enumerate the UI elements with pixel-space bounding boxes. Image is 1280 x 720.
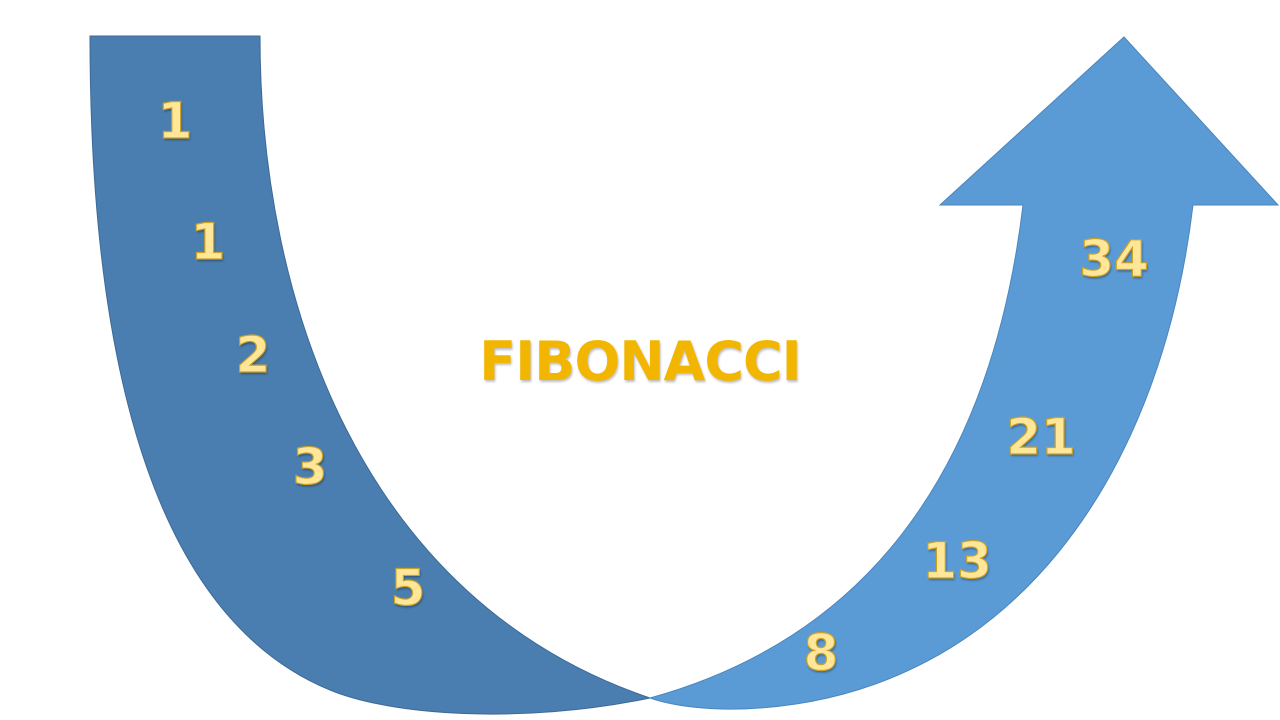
sequence-term-3: 2 <box>235 326 271 384</box>
sequence-term-1: 1 <box>157 92 193 150</box>
diagram-title: FIBONACCI <box>479 330 801 393</box>
sequence-term-4: 3 <box>292 438 328 496</box>
sequence-term-5: 5 <box>390 559 426 617</box>
sequence-term-9: 34 <box>1079 230 1150 288</box>
sequence-term-8: 21 <box>1006 408 1077 466</box>
sequence-term-2: 1 <box>190 213 226 271</box>
sequence-term-7: 13 <box>922 532 993 590</box>
ascending-arrow <box>648 36 1280 710</box>
descending-band <box>89 35 652 715</box>
sequence-term-6: 8 <box>803 624 839 682</box>
